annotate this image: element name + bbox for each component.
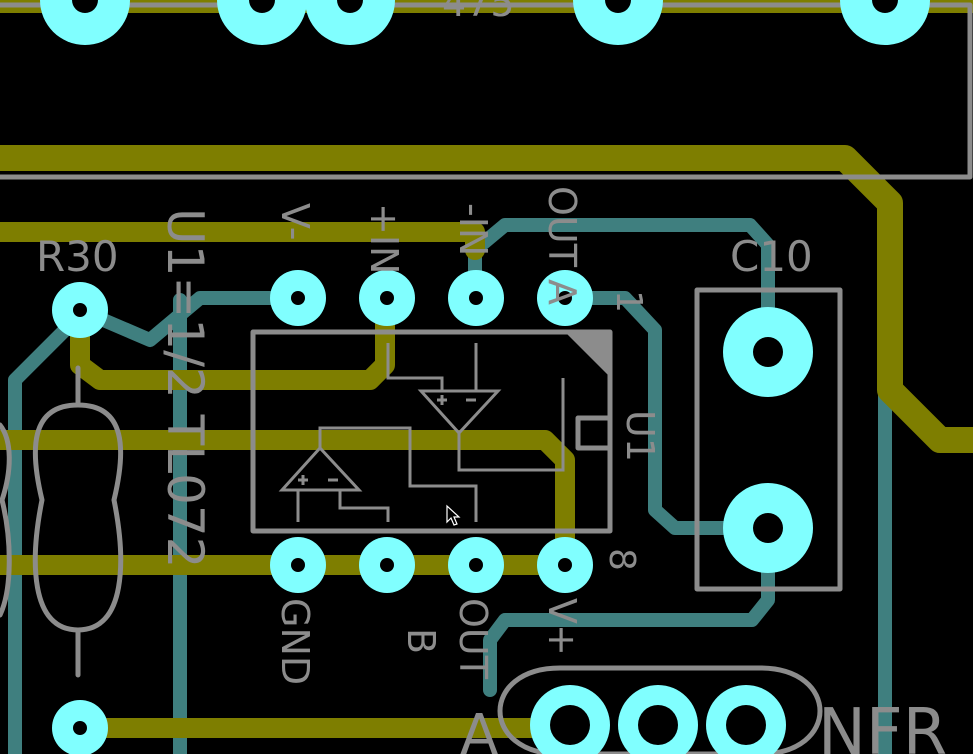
pad[interactable] [217,0,307,45]
pad[interactable] [305,0,395,45]
pin1-label: 1 [608,290,649,313]
pin-gnd-label: GND [273,598,317,685]
bottom-nfr-label: NFR [818,696,947,754]
u1-notch [575,415,613,451]
u1-body-outline [250,329,613,534]
opamp-a-symbol [417,389,502,436]
c10-label: C10 [730,232,813,281]
pin-vplus-label: V+ [540,598,584,656]
pin-inplus-label: +IN [362,203,406,274]
u1-ref-label: U1 [618,410,662,462]
opamp-b-symbol [278,445,363,492]
regulator-outline [497,665,823,754]
pin-inminus-label: -IN [451,203,495,256]
pin8-label: 8 [601,548,642,571]
r30-label: R30 [36,232,119,281]
u1-pin1-marker [565,332,610,377]
pads [40,0,930,754]
u1-value-label: U1=1/2 TL072 [156,208,214,569]
mouse-cursor [446,504,461,526]
top-value-label: 475 [442,0,515,25]
pin-out-label: OUT [451,598,495,680]
pin-b-label: B [399,628,443,654]
bottom-a-label: A [460,703,498,754]
left-partial-outline [0,422,12,618]
c10-outline [694,287,843,592]
r30-body [32,365,124,678]
pad[interactable] [573,0,663,45]
top-component-outline [0,2,973,180]
pad[interactable] [840,0,930,45]
pad[interactable] [40,0,130,45]
silkscreen-labels: 475 R30 C10 U1=1/2 TL072 U1 1 8 V- +IN -… [36,0,947,754]
pin-outa-label: OUT A [540,186,584,305]
pin-vminus-label: V- [273,203,317,240]
